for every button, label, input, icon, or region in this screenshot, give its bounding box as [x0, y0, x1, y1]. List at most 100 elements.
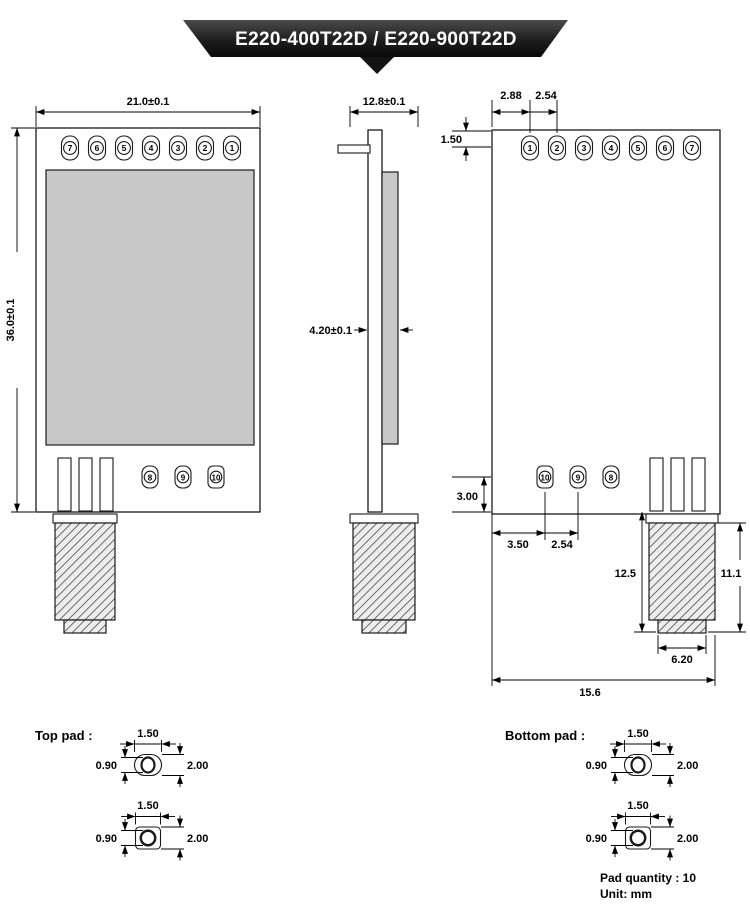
- antenna-finger: [649, 457, 664, 512]
- svg-text:7: 7: [690, 143, 695, 153]
- svg-text:8: 8: [148, 474, 153, 483]
- dim-pad-position: 3.50 2.54: [492, 492, 579, 551]
- svg-text:3: 3: [582, 143, 587, 153]
- svg-text:1.50: 1.50: [627, 800, 648, 812]
- unit-note: Unit: mm: [600, 887, 652, 901]
- pcb-edge: [367, 129, 383, 513]
- bottom-pad-detail: Bottom pad : 1.50 0.90 2.00: [505, 728, 698, 861]
- bottom-pad-label: Bottom pad :: [505, 728, 585, 743]
- svg-text:0.90: 0.90: [586, 833, 607, 845]
- svg-text:9: 9: [181, 474, 186, 483]
- pin-5: 5: [114, 135, 134, 161]
- pin-3b: 3: [574, 135, 594, 161]
- pad-10: 10: [207, 465, 225, 489]
- title-banner: E220-400T22D / E220-900T22D: [183, 20, 568, 74]
- svg-text:6: 6: [95, 143, 100, 153]
- svg-text:9: 9: [576, 474, 581, 483]
- pin-1: 1: [222, 135, 242, 161]
- dim-front-height: 36.0±0.1: [5, 127, 35, 513]
- sma-connector-back: [645, 513, 719, 634]
- svg-text:3: 3: [176, 143, 181, 153]
- pin-5b: 5: [628, 135, 648, 161]
- pin-6b: 6: [655, 135, 675, 161]
- svg-text:1: 1: [528, 143, 533, 153]
- pad-detail-oval: 1.50 0.90 2.00: [96, 728, 208, 787]
- pad-quantity-note: Pad quantity : 10: [600, 871, 696, 885]
- svg-text:5: 5: [636, 143, 641, 153]
- pad-detail-oval: 1.50 0.90 2.00: [586, 728, 698, 787]
- page-title: E220-400T22D / E220-900T22D: [235, 29, 517, 50]
- pin-2: 2: [195, 135, 215, 161]
- pad-8: 8: [141, 465, 159, 489]
- pin-4: 4: [141, 135, 161, 161]
- pin-2b: 2: [547, 135, 567, 161]
- svg-text:3.00: 3.00: [457, 491, 478, 503]
- svg-text:3.50: 3.50: [507, 539, 528, 551]
- top-pad-detail: Top pad : 1.50 0.90 2.00: [35, 728, 208, 861]
- sma-connector: [52, 513, 118, 634]
- front-view: 7 6 5 4 3 2 1 8 9 10 21.0±0.1: [5, 96, 261, 634]
- svg-text:1.50: 1.50: [137, 728, 158, 740]
- svg-text:4.20±0.1: 4.20±0.1: [309, 325, 352, 337]
- svg-text:2.00: 2.00: [677, 833, 698, 845]
- pad-9: 9: [174, 465, 192, 489]
- dim-connector-body: 11.1: [708, 522, 746, 633]
- svg-text:12.5: 12.5: [615, 568, 636, 580]
- pin-3: 3: [168, 135, 188, 161]
- svg-text:2: 2: [203, 143, 208, 153]
- pad-8b: 8: [602, 465, 620, 489]
- antenna-finger: [691, 457, 706, 512]
- pad-detail-square: 1.50 0.90 2.00: [96, 800, 208, 861]
- dim-connector-tip: 6.20: [657, 635, 707, 666]
- banner-notch: [360, 57, 394, 74]
- shield-can: [45, 169, 255, 446]
- dim-bottom-margin: 3.00: [452, 476, 491, 513]
- pad-detail-square: 1.50 0.90 2.00: [586, 800, 698, 861]
- footer-notes: Pad quantity : 10 Unit: mm: [600, 871, 696, 901]
- svg-text:2.88: 2.88: [500, 90, 521, 102]
- svg-text:21.0±0.1: 21.0±0.1: [127, 96, 170, 108]
- antenna-finger: [78, 457, 93, 512]
- svg-text:6.20: 6.20: [671, 654, 692, 666]
- pin-4b: 4: [601, 135, 621, 161]
- svg-text:2.00: 2.00: [187, 833, 208, 845]
- pad-9b: 9: [569, 465, 587, 489]
- svg-text:1.50: 1.50: [627, 728, 648, 740]
- pin-7: 7: [60, 135, 80, 161]
- antenna-finger: [670, 457, 685, 512]
- dim-edge-to-pin: 2.88 2.54: [491, 90, 558, 133]
- pin-side: [337, 144, 371, 154]
- svg-text:1.50: 1.50: [137, 800, 158, 812]
- back-view: 1 2 3 4 5 6 7 10 9 8 2.88 2.54: [441, 90, 746, 699]
- svg-text:15.6: 15.6: [579, 687, 600, 699]
- side-view: 12.8±0.1 4.20±0.1: [309, 96, 419, 634]
- svg-text:2.54: 2.54: [551, 539, 573, 551]
- svg-text:2: 2: [555, 143, 560, 153]
- svg-text:2.54: 2.54: [535, 90, 557, 102]
- svg-text:8: 8: [609, 474, 614, 483]
- svg-text:0.90: 0.90: [96, 833, 117, 845]
- svg-text:10: 10: [541, 474, 550, 483]
- pad-10b: 10: [536, 465, 554, 489]
- svg-text:4: 4: [609, 143, 614, 153]
- pin-7b: 7: [682, 135, 702, 161]
- pin-1b: 1: [520, 135, 540, 161]
- sma-connector-side: [349, 513, 419, 634]
- svg-text:12.8±0.1: 12.8±0.1: [363, 96, 406, 108]
- antenna-finger: [57, 457, 72, 512]
- dim-top-margin: 1.50: [441, 117, 491, 161]
- svg-text:0.90: 0.90: [96, 760, 117, 772]
- svg-text:2.00: 2.00: [187, 760, 208, 772]
- dim-side-width: 12.8±0.1: [349, 96, 419, 127]
- svg-text:2.00: 2.00: [677, 760, 698, 772]
- svg-text:5: 5: [122, 143, 127, 153]
- dim-side-thickness: 4.20±0.1: [309, 325, 413, 337]
- top-pad-label: Top pad :: [35, 728, 93, 743]
- dim-connector-length: 12.5: [615, 512, 656, 633]
- dim-total-width: 15.6: [491, 513, 716, 699]
- svg-text:6: 6: [663, 143, 668, 153]
- svg-text:10: 10: [212, 474, 221, 483]
- svg-text:11.1: 11.1: [721, 568, 742, 580]
